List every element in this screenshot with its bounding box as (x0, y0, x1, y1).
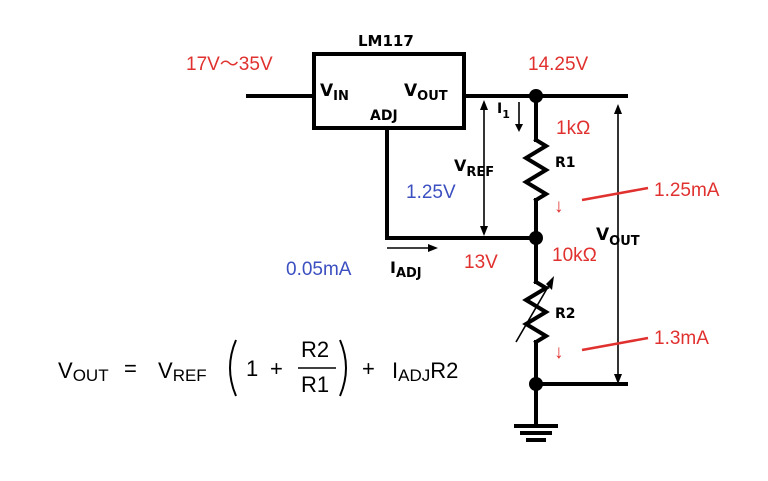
eq-vref: VREF (158, 358, 207, 385)
r2-current-leader (581, 336, 649, 352)
junction-adj (529, 231, 543, 245)
input-range-note: 17V～35V (186, 54, 273, 75)
eq-vout: VOUT (58, 358, 109, 385)
adj-wire (385, 126, 538, 240)
pin-adj-label: ADJ (370, 108, 398, 124)
r1-resistor (522, 137, 550, 203)
eq-equals: = (124, 356, 137, 381)
i1-label: I1 (497, 101, 510, 121)
eq-right-paren (339, 339, 347, 397)
pin-vout-label: VOUT (404, 81, 448, 104)
vref-arrow-bottom (480, 226, 488, 236)
iadj-arrow-head (428, 244, 438, 252)
junction-ground (529, 377, 543, 391)
variable-arrow-shaft (515, 279, 553, 343)
eq-denominator: R1 (301, 372, 329, 397)
r1-current-leader (581, 186, 649, 202)
r1-current-note: 1.25mA (654, 180, 720, 201)
pin-vin-label: VIN (320, 81, 349, 104)
vout-arrow-bottom (614, 374, 622, 384)
r1-name-label: R1 (555, 155, 576, 171)
eq-left-paren (229, 339, 237, 397)
vout-measure-label: VOUT (596, 225, 640, 249)
output-voltage-note: 14.25V (528, 54, 589, 75)
eq-iadj-r2: IADJR2 (392, 358, 458, 385)
r2-current-note: 1.3mA (654, 328, 709, 349)
r1-value-note: 1kΩ (556, 118, 590, 139)
eq-numerator: R2 (301, 337, 329, 362)
vref-value-note: 1.25V (406, 182, 456, 203)
vout-arrow-top (614, 104, 622, 114)
r2-value-note: 10kΩ (552, 245, 597, 266)
r2-resistor (522, 279, 550, 345)
node-voltage-note: 13V (464, 252, 498, 273)
i1-arrow-head (515, 124, 523, 132)
iadj-label: IADJ (390, 258, 422, 281)
eq-plus-2: + (362, 356, 375, 381)
vref-label: VREF (454, 156, 494, 180)
r2-name-label: R2 (555, 306, 576, 322)
junction-output (529, 89, 543, 103)
eq-plus-1: + (270, 356, 283, 381)
vref-arrow-top (480, 100, 488, 110)
eq-one: 1 (246, 356, 258, 381)
variable-arrow-head (546, 276, 554, 290)
r2-current-arrow: ↓ (554, 342, 564, 363)
iadj-value-note: 0.05mA (286, 259, 352, 280)
regulator-name: LM117 (358, 32, 414, 50)
r1-current-arrow: ↓ (554, 196, 564, 217)
vout-equation: VOUT = VREF 1 + R2 R1 + IADJR2 (58, 337, 458, 397)
